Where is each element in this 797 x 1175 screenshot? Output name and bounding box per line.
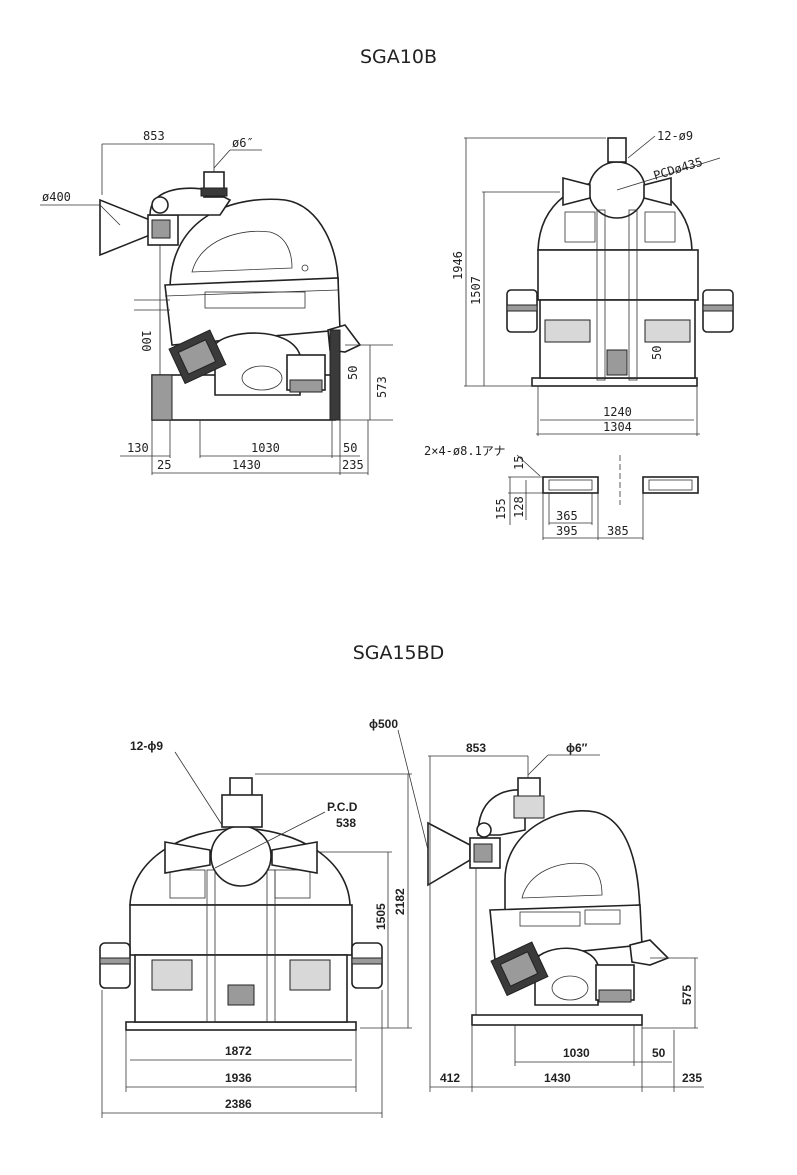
dim-235-15: 235 xyxy=(682,1071,702,1085)
dim-385: 385 xyxy=(607,524,629,538)
dim-235: 235 xyxy=(342,458,364,472)
dim-155: 155 xyxy=(494,498,508,520)
dim-1936: 1936 xyxy=(225,1071,252,1085)
sga15bd-front-view xyxy=(99,777,383,1031)
sga15bd-side-dimensions: ϕ500 853 ϕ6″ 575 1030 50 412 1430 235 xyxy=(369,717,704,1092)
dim-400: ø400 xyxy=(42,190,71,204)
dim-6in: ø6″ xyxy=(232,136,254,150)
dim-1240: 1240 xyxy=(603,405,632,419)
dim-pcd-538: 538 xyxy=(336,816,356,830)
dim-50-15: 50 xyxy=(652,1046,666,1060)
dim-365: 365 xyxy=(556,509,578,523)
dim-1505: 1505 xyxy=(374,903,388,930)
dim-573: 573 xyxy=(375,376,389,398)
dim-1430: 1430 xyxy=(232,458,261,472)
sga10b-base-plan: 2×4-ø8.1アナ 15 155 128 365 395 385 xyxy=(424,444,699,540)
dim-12-holes: 12-ø9 xyxy=(657,129,693,143)
dim-6in-15: ϕ6″ xyxy=(566,741,588,755)
dim-130: 130 xyxy=(127,441,149,455)
dim-100: 100 xyxy=(139,330,153,352)
dim-128: 128 xyxy=(512,496,526,518)
dim-1946: 1946 xyxy=(451,251,465,280)
dim-pcd-label: P.C.D xyxy=(327,800,358,814)
dim-395: 395 xyxy=(556,524,578,538)
sga15bd-front-dimensions: 12-ϕ9 P.C.D 538 2182 1505 1872 1936 2386 xyxy=(101,739,412,1118)
model-title-sga10b: SGA10B xyxy=(360,46,437,68)
dim-853-15: 853 xyxy=(466,741,486,755)
dim-50-front: 50 xyxy=(650,346,664,360)
dim-2386: 2386 xyxy=(225,1097,252,1111)
dim-holes-note: 2×4-ø8.1アナ xyxy=(424,444,506,458)
sga10b-side-dimensions: 853 ø6″ ø400 100 50 573 130 1030 50 25 1… xyxy=(40,129,393,475)
dim-1030-15: 1030 xyxy=(563,1046,590,1060)
dim-25: 25 xyxy=(157,458,171,472)
dim-412: 412 xyxy=(440,1071,460,1085)
sga10b-front-view xyxy=(506,137,734,387)
dim-2182: 2182 xyxy=(393,888,407,915)
dim-853: 853 xyxy=(143,129,165,143)
dim-1872: 1872 xyxy=(225,1044,252,1058)
dim-1030: 1030 xyxy=(251,441,280,455)
sga10b-side-view xyxy=(99,171,362,421)
dim-1304: 1304 xyxy=(603,420,632,434)
dim-1507: 1507 xyxy=(469,276,483,305)
dim-575: 575 xyxy=(680,985,694,1005)
dim-12-holes-15: 12-ϕ9 xyxy=(130,739,163,753)
sga15bd-side-view xyxy=(427,777,670,1026)
dim-50-side: 50 xyxy=(346,366,360,380)
dim-15: 15 xyxy=(512,456,526,470)
dim-pcd-435: PCDø435 xyxy=(652,155,704,183)
dim-50-bottom: 50 xyxy=(343,441,357,455)
dim-500: ϕ500 xyxy=(369,717,398,731)
dim-1430-15: 1430 xyxy=(544,1071,571,1085)
model-title-sga15bd: SGA15BD xyxy=(352,642,445,664)
